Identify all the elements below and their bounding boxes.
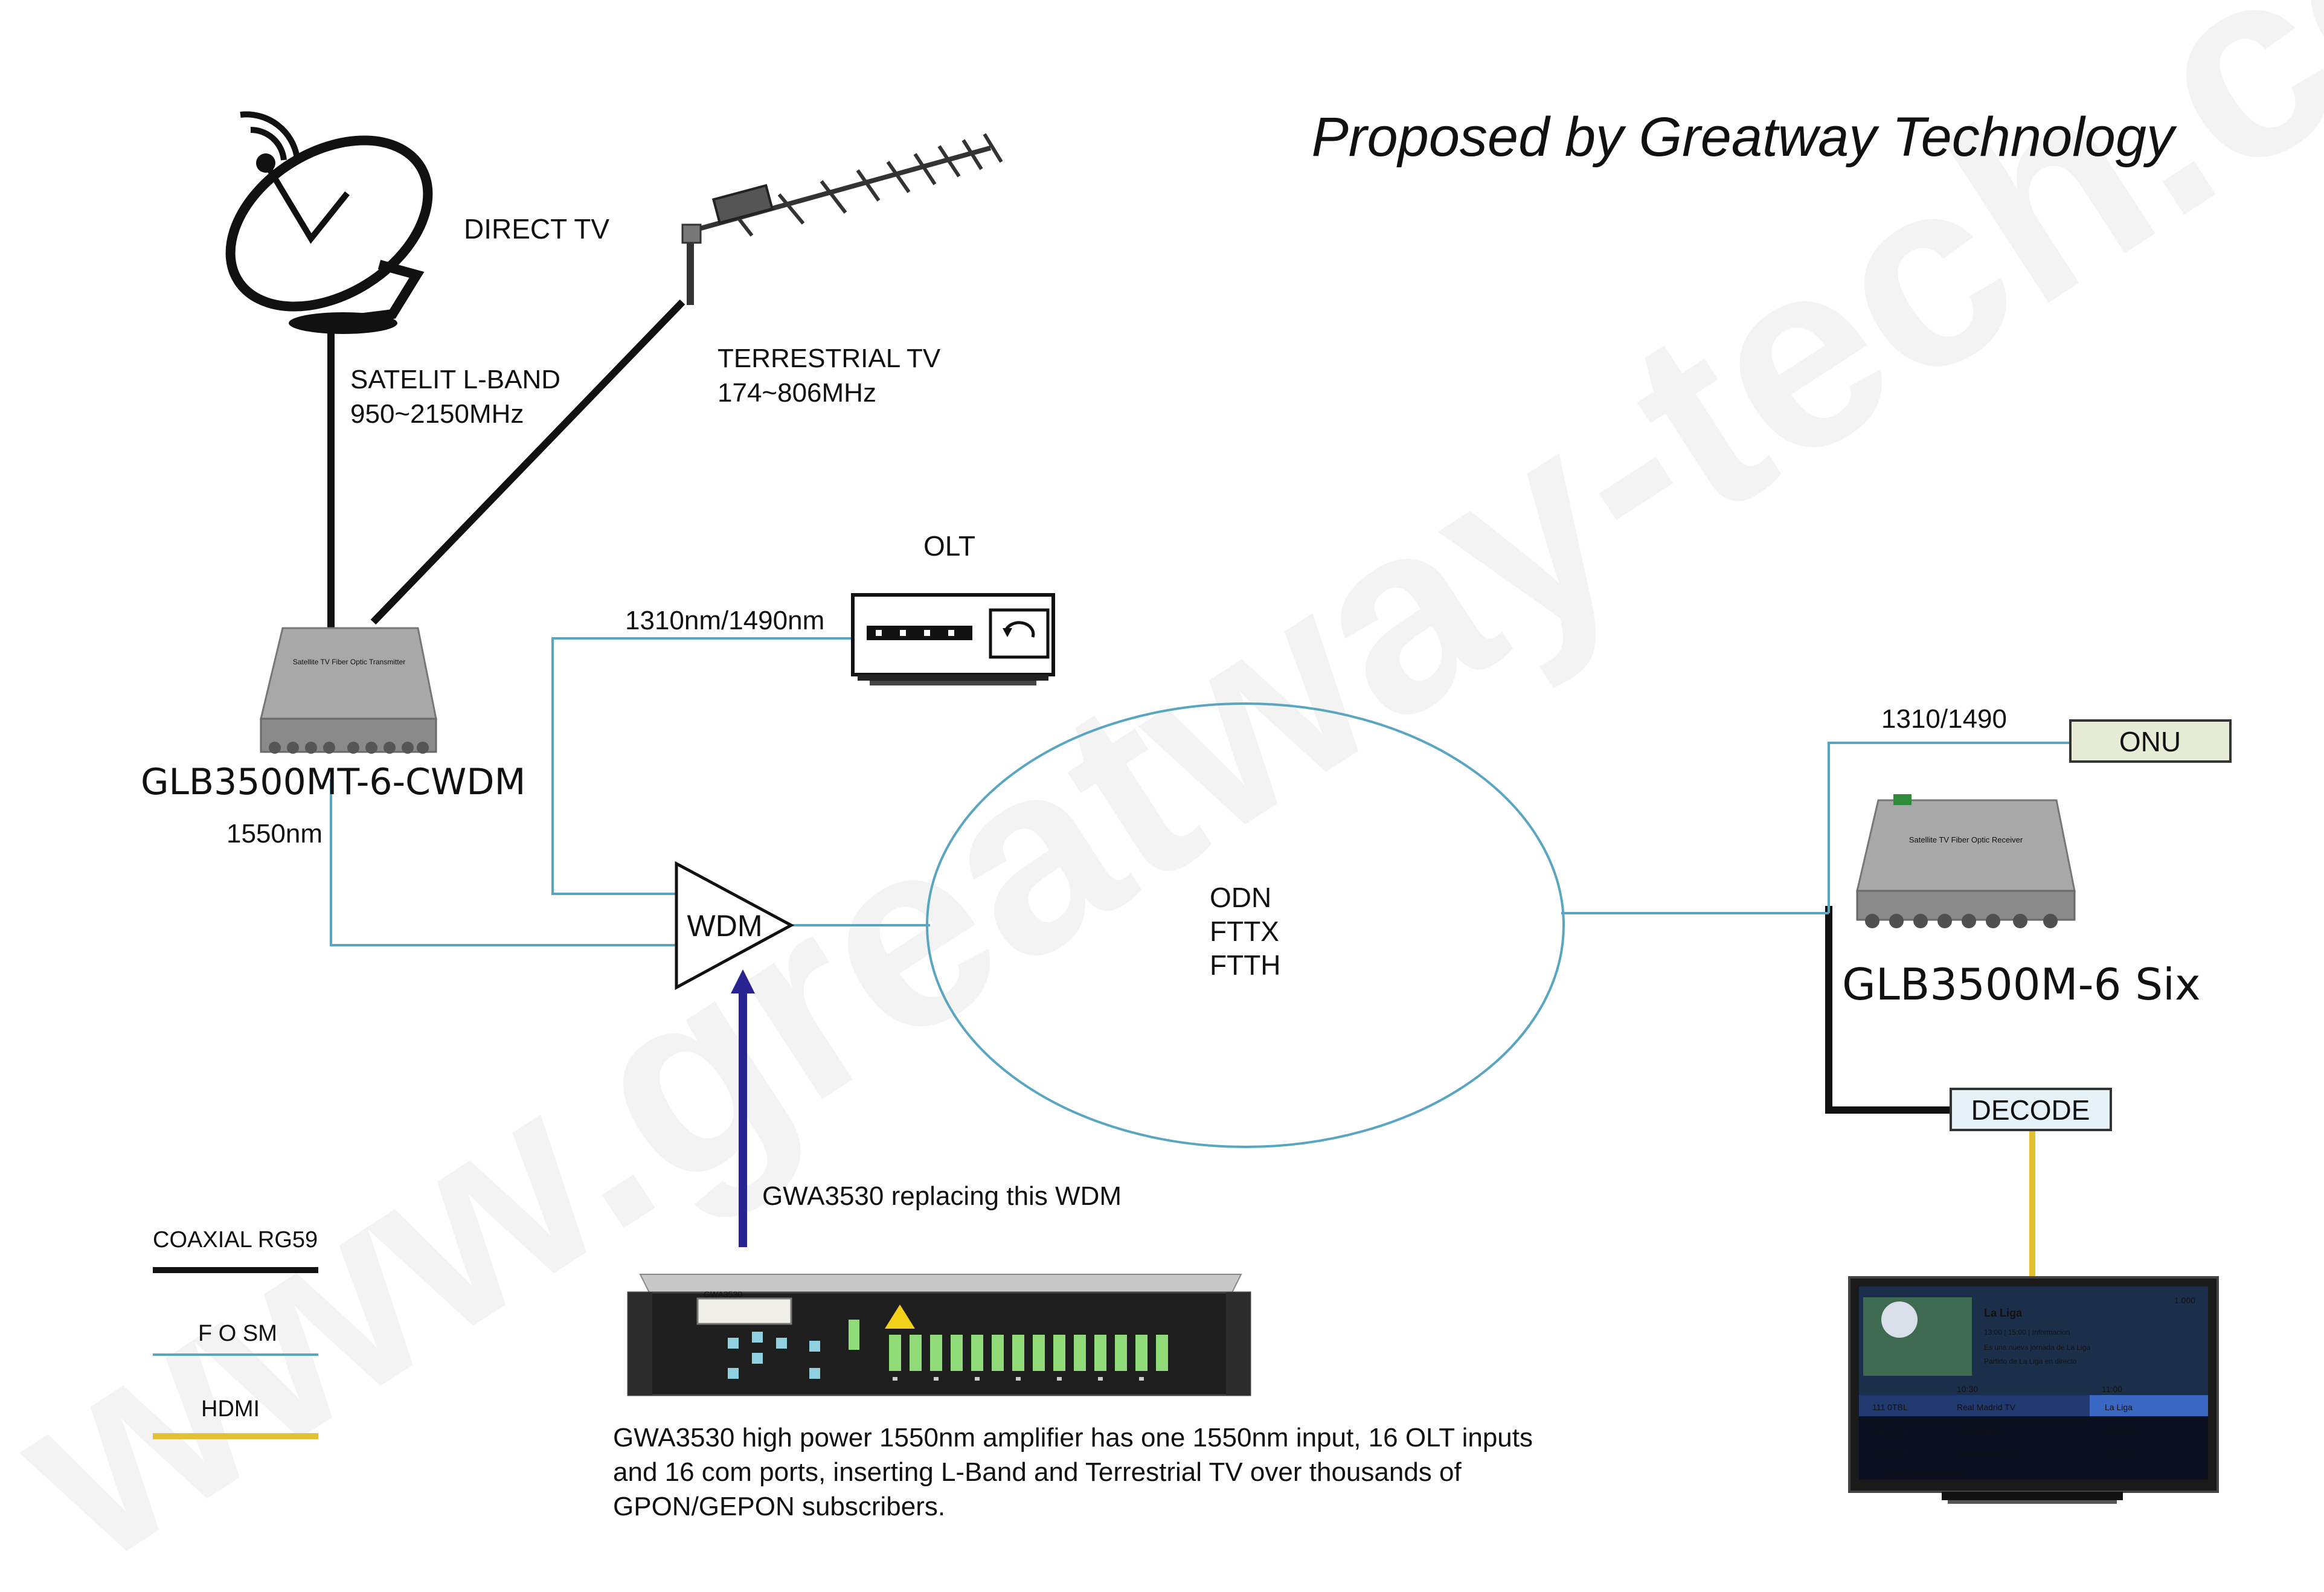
tv-row-number: 111 0TDF [1872, 1449, 1908, 1459]
receiver-device-icon [1857, 794, 2075, 928]
tv-row-program: La Liga [2105, 1402, 2133, 1412]
terrestrial-label: TERRESTRIAL TV [717, 344, 941, 373]
amplifier-brand: GWA3530 [704, 1289, 742, 1299]
tv-row-program: La Liga [2105, 1427, 2133, 1436]
transmitter-device-icon [261, 628, 436, 754]
tv-row-channel: Real Madrid TV [1957, 1402, 2016, 1412]
tv-row-program: La Liga [2105, 1449, 2133, 1459]
satellite-frequency: 950~2150MHz [350, 399, 524, 429]
satellite-dish-icon [201, 106, 458, 341]
odn-label: ODN [1210, 882, 1271, 913]
coax-terrestrial-to-transmitter [373, 302, 682, 622]
tv-logo: 1.000 [2174, 1295, 2195, 1305]
onu-wavelengths: 1310/1490 [1881, 704, 2007, 734]
legend-label-fiber: F O SM [198, 1321, 277, 1346]
amplifier-description-line-3: GPON/GEPON subscribers. [613, 1492, 945, 1521]
satellite-band: SATELIT L-BAND [350, 365, 560, 394]
tv-row-number: 111 0TBL [1872, 1402, 1908, 1412]
fttx-label: FTTX [1210, 916, 1279, 947]
receiver-panel-text: Satellite TV Fiber Optic Receiver [1909, 835, 2023, 844]
fiber-transmitter-to-wdm [331, 779, 676, 945]
proposed-by-title: Proposed by Greatway Technology [1311, 106, 2177, 168]
decode-label: DECODE [1971, 1094, 2090, 1126]
tv-row-channel: Real Madrid TV [1957, 1427, 2016, 1436]
olt-wavelengths: 1310nm/1490nm [625, 606, 824, 635]
terrestrial-antenna-icon [682, 134, 1001, 305]
satellite-label: DIRECT TV [464, 213, 609, 245]
tv-row-channel: Real Madrid TV [1957, 1449, 2016, 1459]
transmitter-wavelength: 1550nm [226, 819, 323, 849]
wdm-replacement-note: GWA3530 replacing this WDM [762, 1181, 1122, 1211]
transmitter-model: GLB3500MT-6-CWDM [141, 761, 525, 803]
wdm-label: WDM [687, 909, 763, 943]
tv-program-title: La Liga [1984, 1307, 2023, 1319]
tv-info-line-3: Partido de La Liga en directo [1984, 1357, 2077, 1366]
legend-label-hdmi: HDMI [201, 1396, 260, 1422]
tv-header-time-1: 10:30 [1957, 1384, 1978, 1394]
ftth-label: FTTH [1210, 949, 1281, 981]
tv-row-number: 111 0TDF [1872, 1427, 1908, 1436]
olt-label: OLT [923, 530, 975, 562]
tv-footer: Canales Opciones Grabar [1884, 1469, 1962, 1477]
tv-info-line-1: 13:00 | 15:00 | Informacion [1984, 1328, 2070, 1337]
olt-device-icon [853, 595, 1053, 685]
legend-label-coaxial: COAXIAL RG59 [153, 1227, 318, 1253]
tv-header-time-2: 11:00 [2102, 1384, 2122, 1394]
receiver-model: GLB3500M-6 Six [1842, 959, 2201, 1010]
tv-info-line-2: Es una nueva jornada de La Liga [1984, 1343, 2090, 1352]
terrestrial-frequency: 174~806MHz [717, 378, 876, 408]
transmitter-panel-text: Satellite TV Fiber Optic Transmitter [293, 658, 406, 666]
onu-label: ONU [2119, 726, 2181, 757]
amplifier-description-line-1: GWA3530 high power 1550nm amplifier has … [613, 1423, 1533, 1452]
amplifier-description-line-2: and 16 com ports, inserting L-Band and T… [613, 1457, 1462, 1487]
